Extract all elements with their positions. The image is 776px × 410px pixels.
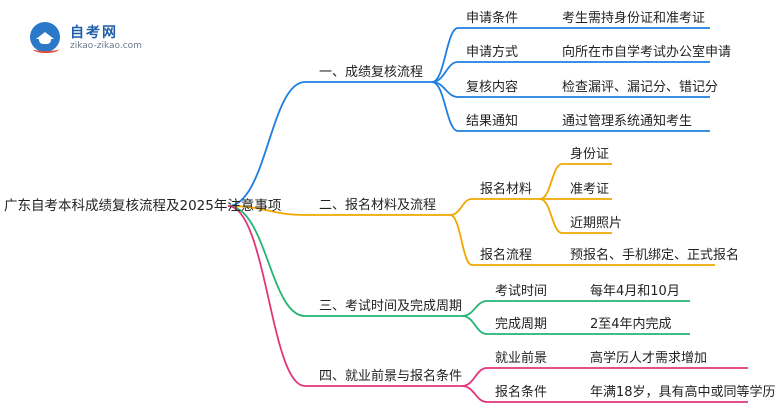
branch-2-item-2-label: 报名流程 bbox=[480, 248, 533, 263]
branch-3-label: 三、考试时间及完成周期 bbox=[319, 299, 463, 314]
branch-1-label: 一、成绩复核流程 bbox=[319, 65, 424, 80]
branch-3-item-2-detail: 2至4年内完成 bbox=[590, 317, 672, 332]
logo-name: 自考网 bbox=[70, 25, 118, 41]
branch-1-item-3-label: 复核内容 bbox=[466, 80, 519, 95]
branch-1-to-item-1-link bbox=[431, 27, 459, 83]
root-to-branch-1-link bbox=[227, 81, 306, 207]
logo-url: zikao-zikao.com bbox=[70, 41, 142, 51]
branch-4-item-1-detail: 高学历人才需求增加 bbox=[590, 351, 708, 366]
branch-1-item-1-label: 申请条件 bbox=[466, 11, 519, 26]
branch-4-label: 四、就业前景与报名条件 bbox=[319, 369, 463, 384]
branch-3-to-item-2-link bbox=[461, 315, 488, 335]
branch-1-to-item-4-link bbox=[431, 81, 459, 132]
branch-3-item-1-detail: 每年4月和10月 bbox=[590, 284, 680, 299]
branch-3-item-1-label: 考试时间 bbox=[495, 284, 548, 299]
site-logo[interactable]: 自考网 zikao-zikao.com bbox=[30, 18, 180, 58]
branch-4-item-1-label: 就业前景 bbox=[495, 351, 548, 366]
branch-2-item-1-sub-3: 近期照片 bbox=[570, 216, 623, 231]
branch-2-item-1-to-sub-1-link bbox=[539, 163, 563, 200]
branch-1-item-2-detail: 向所在市自学考试办公室申请 bbox=[562, 45, 732, 60]
mindmap-connectors bbox=[227, 27, 748, 403]
branch-1-item-4-detail: 通过管理系统通知考生 bbox=[562, 114, 693, 129]
root-topic: 广东自考本科成绩复核流程及2025年注意事项 bbox=[4, 198, 282, 214]
branch-2-label: 二、报名材料及流程 bbox=[319, 198, 437, 213]
branch-1-item-4-label: 结果通知 bbox=[466, 114, 519, 129]
branch-4-item-2-detail: 年满18岁，具有高中或同等学历 bbox=[590, 385, 776, 400]
branch-2-to-item-1-link bbox=[449, 198, 473, 216]
branch-2-item-2-detail: 预报名、手机绑定、正式报名 bbox=[570, 248, 740, 263]
branch-2-item-1-to-sub-3-link bbox=[539, 198, 563, 234]
branch-4-to-item-2-link bbox=[461, 385, 488, 403]
branch-4-item-2-label: 报名条件 bbox=[495, 385, 548, 400]
branch-4-to-item-1-link bbox=[461, 367, 488, 387]
branch-2-item-1-sub-2: 准考证 bbox=[570, 182, 610, 197]
root-to-branch-4-link bbox=[227, 205, 306, 387]
branch-2-item-1-label: 报名材料 bbox=[480, 182, 533, 197]
branch-1-item-3-detail: 检查漏评、漏记分、错记分 bbox=[562, 80, 719, 95]
branch-2-item-1-sub-1: 身份证 bbox=[570, 147, 610, 162]
branch-1-item-2-label: 申请方式 bbox=[466, 45, 519, 60]
branch-2-to-item-2-link bbox=[449, 214, 473, 266]
branch-3-item-2-label: 完成周期 bbox=[495, 317, 548, 332]
branch-1-item-1-detail: 考生需持身份证和准考证 bbox=[562, 11, 706, 26]
branch-3-to-item-1-link bbox=[461, 300, 488, 317]
graduation-cap-icon bbox=[30, 22, 60, 53]
root-to-branch-3-link bbox=[227, 205, 306, 317]
root-to-branch-2-link bbox=[227, 205, 306, 216]
